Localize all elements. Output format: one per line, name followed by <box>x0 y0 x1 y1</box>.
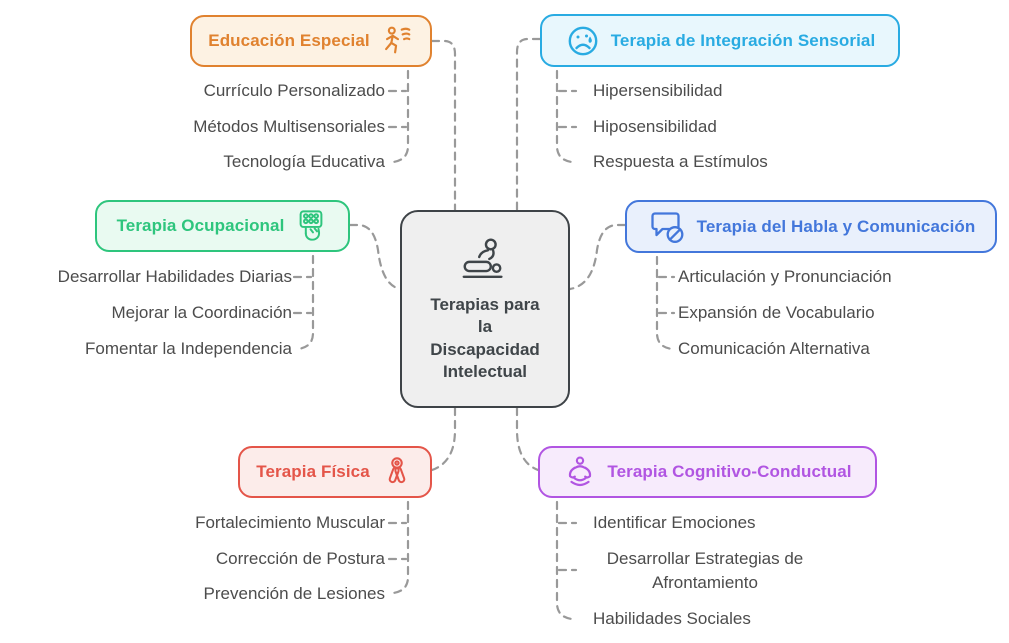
leaf-correccion-postura[interactable]: Corrección de Postura <box>215 549 385 568</box>
connector <box>568 223 627 291</box>
leaf-curriculo-personalizado[interactable]: Currículo Personalizado <box>203 81 385 100</box>
connector <box>655 255 674 351</box>
leaf-habilidades-diarias[interactable]: Desarrollar Habilidades Diarias <box>57 267 292 286</box>
branch-label: Terapia Cognitivo-Conductual <box>607 462 852 481</box>
branch-node-integracion-sensorial[interactable]: Terapia de Integración Sensorial <box>540 14 900 67</box>
sad-face-tear-icon <box>565 23 601 59</box>
connector <box>555 69 574 164</box>
branch-label: Terapia del Habla y Comunicación <box>696 216 976 236</box>
branch-node-habla-comunicacion[interactable]: Terapia del Habla y Comunicación <box>625 200 997 253</box>
branch-node-terapia-ocupacional[interactable]: Terapia Ocupacional <box>95 200 350 252</box>
branch-node-terapia-fisica[interactable]: Terapia Física <box>238 446 432 498</box>
branch-node-educacion-especial[interactable]: Educación Especial <box>190 15 432 67</box>
meditation-icon <box>563 455 597 489</box>
connector <box>391 69 410 164</box>
leaf-expansion-vocabulario[interactable]: Expansión de Vocabulario <box>678 303 875 322</box>
leaf-habilidades-sociales[interactable]: Habilidades Sociales <box>593 609 751 628</box>
connector <box>555 500 574 621</box>
leaf-metodos-multisensoriales[interactable]: Métodos Multisensoriales <box>193 117 385 136</box>
leaf-mejorar-coordinacion[interactable]: Mejorar la Coordinación <box>111 303 292 322</box>
pegboard-hand-icon <box>294 209 328 243</box>
branch-label: Terapia Física <box>256 462 370 481</box>
leaf-prevencion-lesiones[interactable]: Prevención de Lesiones <box>203 584 385 603</box>
connector <box>515 406 540 472</box>
connector <box>430 406 457 472</box>
central-node[interactable]: Terapias para la Discapacidad Intelectua… <box>400 210 570 408</box>
leaf-fomentar-independencia[interactable]: Fomentar la Independencia <box>85 339 292 358</box>
leaf-fortalecimiento-muscular[interactable]: Fortalecimiento Muscular <box>195 513 385 532</box>
branch-label: Terapia Ocupacional <box>116 216 285 235</box>
connector <box>296 254 315 351</box>
running-person-icon <box>380 24 414 58</box>
massage-therapy-icon <box>458 235 512 286</box>
branch-label: Terapia de Integración Sensorial <box>610 30 876 50</box>
leaf-articulacion-pronunciacion[interactable]: Articulación y Pronunciación <box>678 267 892 286</box>
branch-label: Educación Especial <box>208 31 370 50</box>
connector <box>430 39 457 212</box>
leaf-respuesta-estimulos[interactable]: Respuesta a Estímulos <box>593 152 768 171</box>
central-node-label: Terapias para la Discapacidad Intelectua… <box>430 294 540 381</box>
leaf-tecnologia-educativa[interactable]: Tecnología Educativa <box>223 152 385 171</box>
leaf-estrategias-afrontamiento[interactable]: Desarrollar Estrategias de Afrontamiento <box>606 549 804 592</box>
branch-node-cognitivo-conductual[interactable]: Terapia Cognitivo-Conductual <box>538 446 877 498</box>
hand-grip-icon <box>380 455 414 489</box>
leaf-comunicacion-alternativa[interactable]: Comunicación Alternativa <box>678 339 870 358</box>
leaf-identificar-emociones[interactable]: Identificar Emociones <box>593 513 756 532</box>
connector <box>391 500 410 595</box>
connector <box>348 223 402 291</box>
speech-bubble-blocked-icon <box>647 209 687 245</box>
leaf-hipersensibilidad[interactable]: Hipersensibilidad <box>593 81 723 100</box>
connector <box>515 37 542 212</box>
leaf-hiposensibilidad[interactable]: Hiposensibilidad <box>593 117 717 136</box>
